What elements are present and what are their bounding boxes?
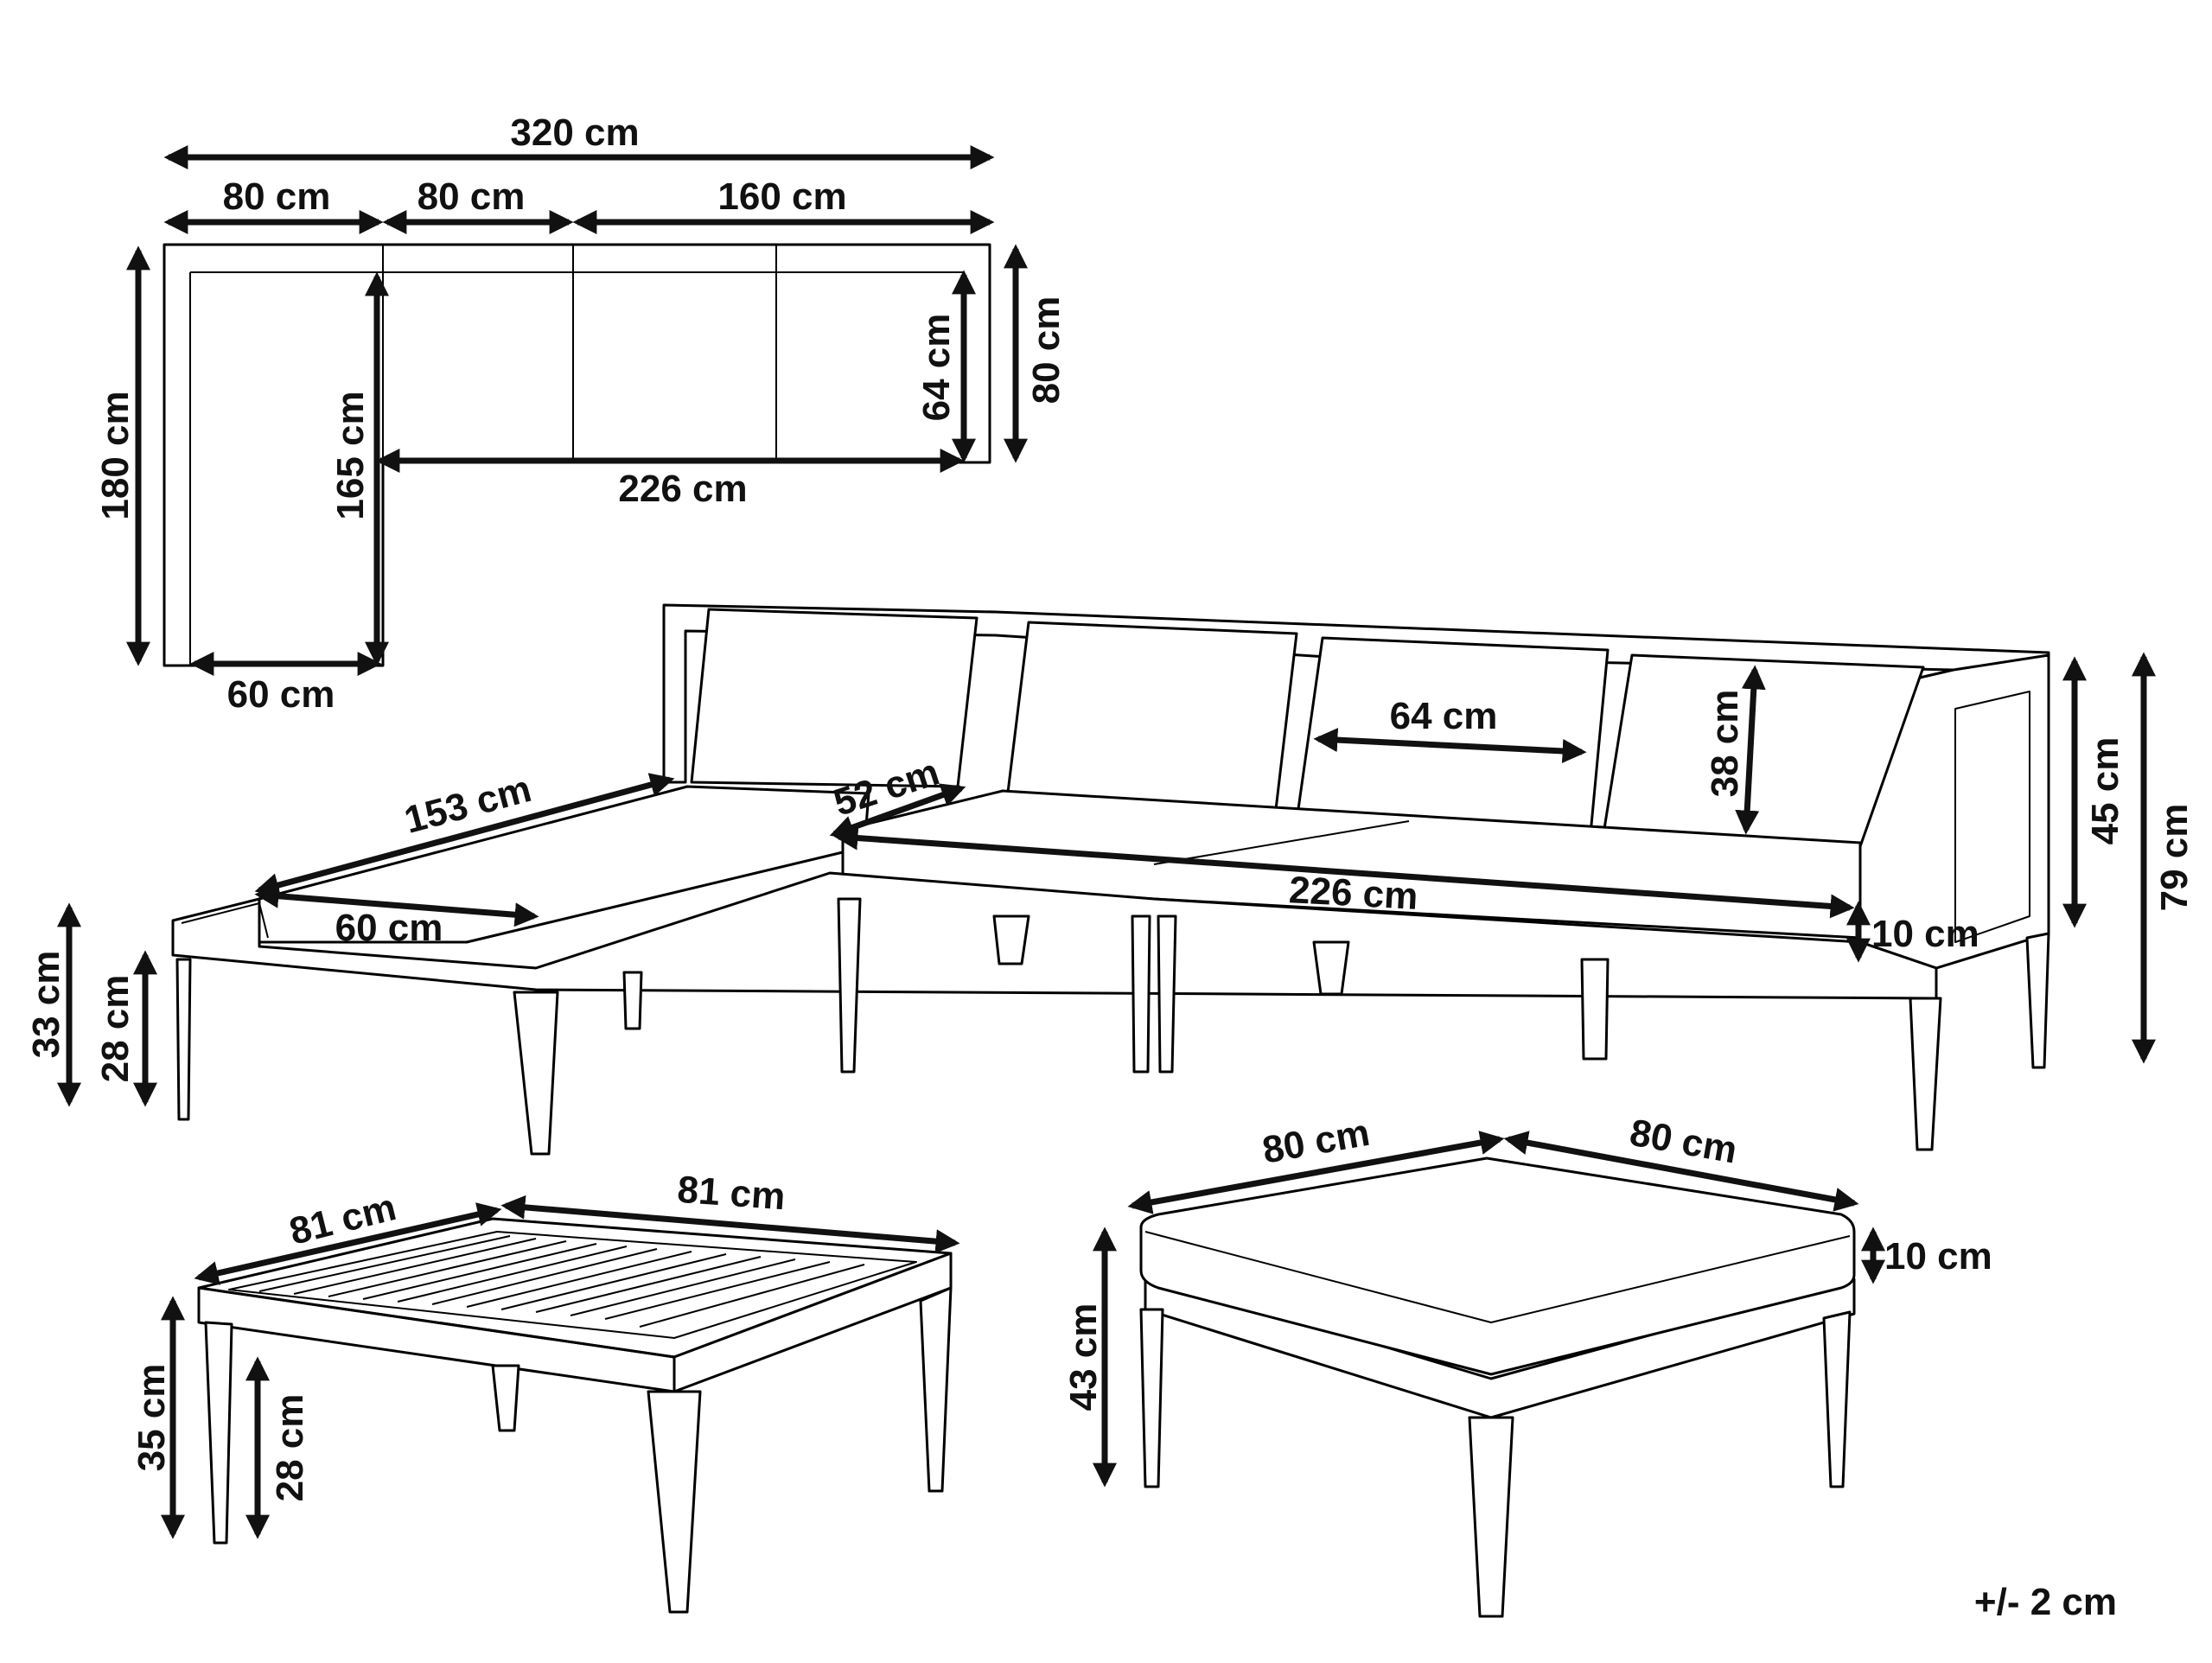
- label-38: 38 cm: [1704, 690, 1746, 798]
- label-33: 33 cm: [25, 951, 67, 1059]
- sofa-leg-4: [837, 897, 862, 1074]
- sofa-leg-1: [175, 958, 192, 1121]
- label-64-plan: 64 cm: [915, 314, 958, 422]
- sofa-leg-6: [1157, 914, 1177, 1074]
- label-28-sofa: 28 cm: [94, 975, 137, 1083]
- ottoman-leg-1: [1139, 1308, 1164, 1488]
- dim-38: [1735, 665, 1766, 835]
- table-leg-1: [204, 1321, 233, 1545]
- dim-81a: [194, 1202, 502, 1285]
- label-80b: 80 cm: [418, 175, 526, 218]
- label-81b: 81 cm: [676, 1169, 787, 1219]
- sofa-leg-5: [1131, 914, 1151, 1074]
- back-cushion-2: [1005, 621, 1298, 819]
- dim-80-ott-b: [1503, 1131, 1859, 1212]
- label-45: 45 cm: [2084, 737, 2126, 845]
- plan-outline: [163, 243, 991, 667]
- sofa-leg-2: [513, 991, 559, 1156]
- sofa-leg-7: [992, 914, 1030, 965]
- dim-153: [254, 773, 675, 897]
- sofa-arm-panel: [1954, 691, 2030, 943]
- label-320: 320 cm: [510, 112, 639, 154]
- dim-81b: [500, 1195, 960, 1254]
- label-35: 35 cm: [131, 1364, 173, 1472]
- sofa-leg-11: [2025, 932, 2050, 1069]
- sofa-leg-9: [1580, 958, 1610, 1061]
- coffee-table: 81 cm 81 cm 35 cm 28 cm: [131, 1169, 960, 1614]
- dim-80-ott-a: [1127, 1131, 1505, 1214]
- table-leg-2: [647, 1390, 702, 1614]
- table-leg-3: [919, 1286, 953, 1493]
- dim-60-sofa: [254, 883, 539, 927]
- ottoman: 80 cm 80 cm 10 cm 43 cm: [1062, 1112, 1992, 1618]
- sofa-leg-10: [1909, 997, 1942, 1151]
- label-10-sofa: 10 cm: [1871, 913, 1979, 955]
- label-80a: 80 cm: [223, 175, 331, 218]
- label-226-plan: 226 cm: [618, 468, 747, 510]
- ottoman-leg-3: [1822, 1310, 1852, 1488]
- sofa-base-frame: [171, 871, 1938, 1000]
- sofa-leg-3: [622, 971, 643, 1030]
- label-60-sofa: 60 cm: [335, 907, 443, 949]
- label-80-plan: 80 cm: [1025, 296, 1068, 405]
- label-10-ott: 10 cm: [1884, 1235, 1992, 1278]
- label-60-plan: 60 cm: [227, 673, 335, 716]
- label-226-sofa: 226 cm: [1288, 869, 1419, 918]
- ottoman-leg-2: [1468, 1416, 1514, 1618]
- label-28-table: 28 cm: [269, 1394, 311, 1502]
- label-64-cushion: 64 cm: [1390, 695, 1498, 737]
- sofa-leg-8: [1312, 940, 1350, 996]
- label-43: 43 cm: [1062, 1303, 1105, 1411]
- label-160: 160 cm: [717, 175, 846, 218]
- dim-64-cushion: [1313, 728, 1587, 763]
- label-165: 165 cm: [329, 391, 372, 519]
- tolerance-note: +/- 2 cm: [1973, 1581, 2117, 1623]
- label-180: 180 cm: [94, 391, 137, 519]
- dim-226-sofa: [833, 825, 1855, 919]
- plan-view: 320 cm 80 cm 80 cm 160 cm 180 cm 165 cm …: [94, 112, 1068, 716]
- sofa-illustration: 153 cm 60 cm 52 cm 226 cm 64 cm 38 cm 45…: [25, 603, 2196, 1156]
- label-79: 79 cm: [2153, 804, 2196, 912]
- ottoman-cushion-edge: [1144, 1231, 1851, 1323]
- table-leg-4: [491, 1364, 520, 1432]
